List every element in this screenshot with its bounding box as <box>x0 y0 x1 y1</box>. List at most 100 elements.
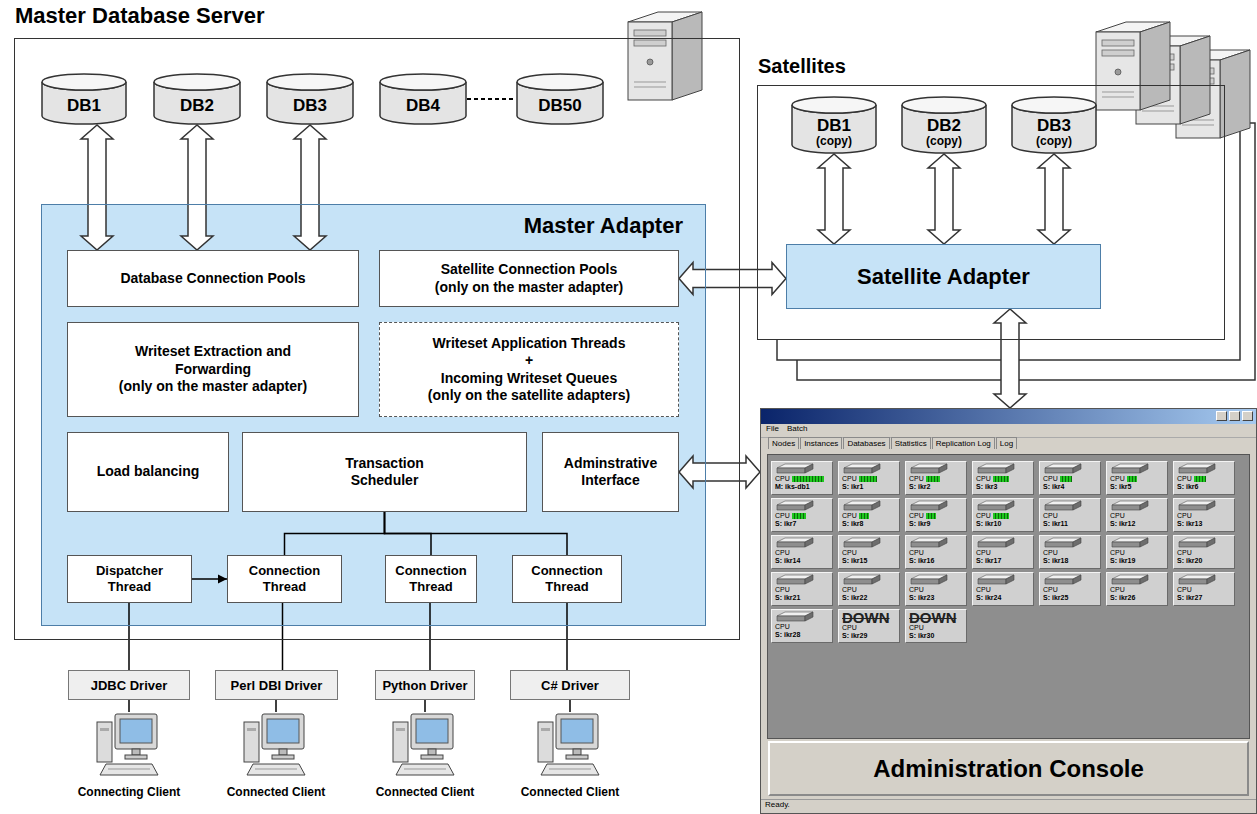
node-tile: CPUS: ikr26 <box>1106 572 1168 606</box>
box-label: Dispatcher Thread <box>76 563 183 596</box>
tile-image <box>1043 500 1097 512</box>
icon-part <box>1006 538 1014 547</box>
cpu-row: CPU <box>909 624 963 632</box>
tile-text: S: ikr11 <box>1043 520 1097 528</box>
process-box: Transaction Scheduler <box>242 432 527 512</box>
icon-part <box>844 579 872 584</box>
client-icon <box>390 712 460 783</box>
process-box: Adminstrative Interface <box>542 432 679 512</box>
icon-part <box>1179 579 1207 584</box>
server-thumb <box>1043 537 1083 548</box>
process-box: Writeset Extraction and Forwarding(only … <box>67 322 359 417</box>
server-thumb <box>842 463 882 474</box>
icon-part <box>556 714 598 749</box>
icon-part <box>1207 464 1215 473</box>
cpu-row: CPU <box>1110 549 1164 557</box>
icon-part <box>573 749 581 755</box>
tile-text: CPU <box>775 623 790 631</box>
connector <box>994 309 1026 408</box>
tile-text: S: ikr8 <box>842 520 896 528</box>
tile-text: S: ikr12 <box>1110 520 1164 528</box>
icon-part <box>844 542 872 547</box>
icon-part <box>541 764 599 775</box>
server-thumb <box>842 537 882 548</box>
server-thumb <box>909 537 949 548</box>
client-computer: Connected Client <box>365 712 485 812</box>
node-tile: DOWNCPUS: ikr29 <box>838 609 900 643</box>
icon-part <box>1207 538 1215 547</box>
box-label: Connected Client <box>376 785 475 799</box>
database-cylinder: DB50 <box>516 73 604 125</box>
icon-part <box>1112 505 1140 510</box>
node-tile: CPUS: ikr12 <box>1106 498 1168 532</box>
tile-text: S: ikr16 <box>909 557 963 565</box>
cpu-bar <box>792 513 806 519</box>
icon-part <box>1140 464 1148 473</box>
tile-image <box>909 537 963 549</box>
node-tile: CPUS: ikr8 <box>838 498 900 532</box>
menu-row: FileBatch <box>766 424 815 433</box>
adapter-box: Master AdapterDatabase Connection PoolsS… <box>41 204 706 626</box>
tab-row: NodesInstancesDatabasesStatisticsReplica… <box>768 437 1018 449</box>
box-label: DB1 <box>67 97 101 115</box>
tile-text: M: iks-db1 <box>775 483 829 491</box>
connector-line <box>467 98 516 100</box>
cpu-bar <box>926 587 927 593</box>
icon-part <box>1207 575 1215 584</box>
cpu-bar <box>792 587 793 593</box>
tile-text: S: ikr3 <box>976 483 1030 491</box>
server-thumb <box>775 537 815 548</box>
connector-line <box>285 512 385 555</box>
server-thumb <box>1110 500 1150 511</box>
cpu-bar <box>1194 513 1195 519</box>
process-box: Satellite Connection Pools(only on the m… <box>379 250 679 307</box>
tile-text: CPU <box>775 586 790 594</box>
title-bar <box>761 409 1256 424</box>
icon-part <box>911 505 939 510</box>
tile-text: S: ikr15 <box>842 557 896 565</box>
tile-text: CPU <box>1110 586 1125 594</box>
icon-part <box>777 468 805 473</box>
tab-label: Databases <box>843 437 889 449</box>
node-tile: CPUS: ikr5 <box>1106 461 1168 495</box>
icon-part <box>108 769 150 770</box>
node-tile: CPUS: ikr18 <box>1039 535 1101 569</box>
tile-text: S: ikr5 <box>1110 483 1164 491</box>
cpu-row: CPU <box>842 475 896 483</box>
icon-part <box>805 464 813 473</box>
block-arrow <box>181 125 213 250</box>
window-button <box>1229 411 1240 421</box>
tile-image <box>842 537 896 549</box>
box-label: Connected Client <box>227 785 326 799</box>
cpu-row: CPU <box>976 512 1030 520</box>
node-tile: CPUS: ikr13 <box>1173 498 1235 532</box>
client-icon <box>241 712 311 783</box>
icon-part <box>911 579 939 584</box>
node-tile: CPUS: ikr24 <box>972 572 1034 606</box>
tile-image <box>976 537 1030 549</box>
icon-part <box>805 612 813 621</box>
console-window: Ready.CPUM: iks-db1CPUS: ikr1CPUS: ikr2C… <box>760 408 1257 814</box>
cpu-bar <box>926 550 927 556</box>
tile-image <box>775 611 829 623</box>
tile-text: DOWN <box>842 611 896 624</box>
tile-text: CPU <box>1177 549 1192 557</box>
tile-text: CPU <box>1110 512 1125 520</box>
connector <box>679 263 786 295</box>
box-label: Writeset Application Threads <box>433 335 626 353</box>
connector-line <box>385 512 568 555</box>
icon-part <box>1179 542 1207 547</box>
tile-text: S: ikr29 <box>842 632 896 640</box>
node-tile: CPUS: ikr6 <box>1173 461 1235 495</box>
icon-part <box>416 719 448 743</box>
connector <box>285 512 385 555</box>
cylinder-top <box>42 74 126 90</box>
icon-part <box>255 769 297 770</box>
tile-text: S: ikr24 <box>976 594 1030 602</box>
tile-text: S: ikr17 <box>976 557 1030 565</box>
cpu-bar <box>926 625 927 631</box>
cpu-row: CPU <box>842 549 896 557</box>
icon-part <box>1207 501 1215 510</box>
box-label: Incoming Writeset Queues <box>441 370 617 388</box>
cpu-bar <box>1060 513 1061 519</box>
